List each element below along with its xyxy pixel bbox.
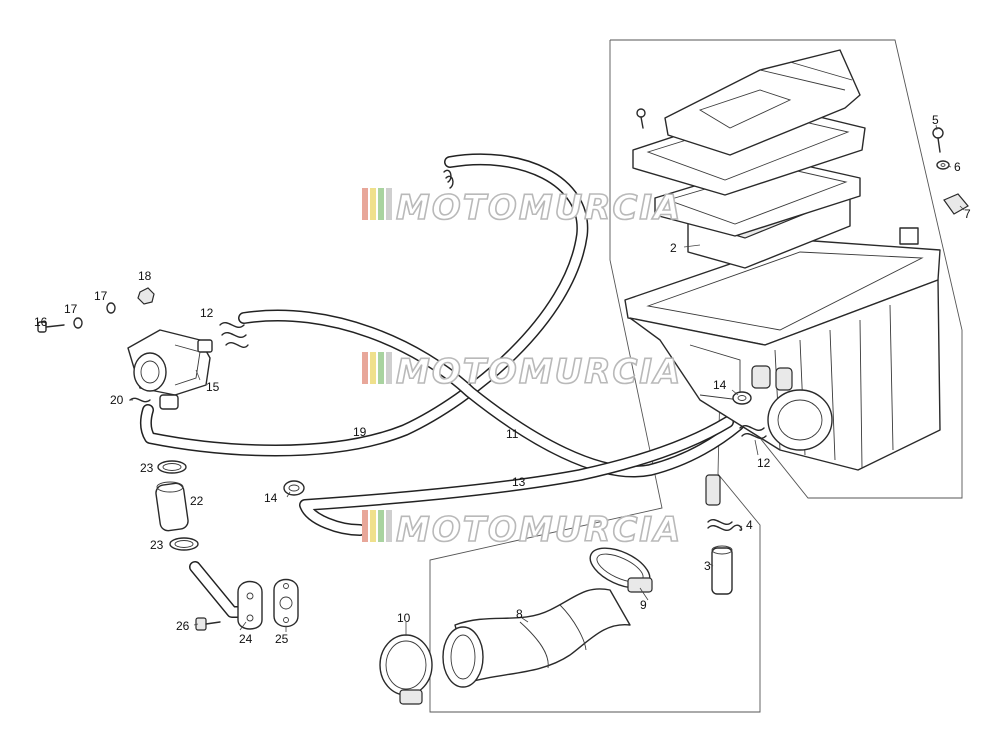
clamp-14-left bbox=[283, 480, 305, 496]
label-23-top: 23 bbox=[140, 461, 154, 475]
label-6: 6 bbox=[954, 160, 961, 174]
watermark-text: MOTOMURCIA bbox=[396, 352, 682, 392]
airbox-housing bbox=[624, 227, 941, 506]
intake-duct-8 bbox=[442, 588, 631, 688]
clip-7 bbox=[943, 193, 969, 215]
washer-17a bbox=[73, 317, 83, 329]
label-9: 9 bbox=[640, 598, 647, 612]
label-19: 19 bbox=[353, 425, 367, 439]
gasket-25 bbox=[273, 578, 299, 628]
hose-11 bbox=[238, 309, 744, 478]
label-5: 5 bbox=[932, 113, 939, 127]
clip-4 bbox=[707, 519, 743, 531]
clip-12-right bbox=[739, 425, 767, 439]
lid-screw bbox=[636, 108, 646, 129]
label-17-b: 17 bbox=[94, 289, 108, 303]
label-17-a: 17 bbox=[64, 302, 78, 316]
airbox-outlet-port bbox=[767, 389, 833, 451]
nut-18 bbox=[137, 287, 155, 305]
washer-17b bbox=[106, 302, 116, 314]
clamp-14-right bbox=[732, 391, 752, 405]
label-15: 15 bbox=[206, 380, 220, 394]
label-3: 3 bbox=[704, 559, 711, 573]
label-26: 26 bbox=[176, 619, 190, 633]
washer-6 bbox=[936, 160, 950, 170]
airbox-lid-cover bbox=[664, 49, 861, 156]
hose-clamp-9 bbox=[589, 547, 653, 593]
clamp-23-bottom bbox=[169, 537, 199, 551]
watermark-middle: MOTOMURCIA bbox=[362, 351, 682, 393]
watermark-top: MOTOMURCIA bbox=[362, 187, 682, 229]
leader-lines bbox=[130, 124, 965, 636]
elbow-pipe-24 bbox=[189, 561, 263, 630]
label-7: 7 bbox=[964, 207, 971, 221]
label-23-bottom: 23 bbox=[150, 538, 164, 552]
watermark-text: MOTOMURCIA bbox=[396, 510, 682, 550]
bolt-16 bbox=[37, 321, 65, 333]
hose-piece-22 bbox=[155, 481, 189, 532]
label-11: 11 bbox=[506, 427, 519, 441]
bolt-26 bbox=[195, 617, 221, 631]
label-10: 10 bbox=[397, 611, 411, 625]
label-2: 2 bbox=[670, 241, 677, 255]
valve-assembly-15 bbox=[127, 329, 213, 410]
label-4: 4 bbox=[746, 518, 753, 532]
label-22: 22 bbox=[190, 494, 204, 508]
label-14-left: 14 bbox=[264, 491, 278, 505]
hose-19 bbox=[139, 153, 589, 457]
airbox-group-frame bbox=[429, 39, 963, 713]
label-18: 18 bbox=[138, 269, 152, 283]
label-25: 25 bbox=[275, 632, 289, 646]
label-8: 8 bbox=[516, 607, 523, 621]
hose-13 bbox=[299, 416, 734, 536]
hose-clamp-10 bbox=[379, 634, 433, 705]
label-20: 20 bbox=[110, 393, 124, 407]
label-14-right: 14 bbox=[713, 378, 727, 392]
part-labels: 2 3 4 5 6 7 8 9 10 11 12 12 13 14 14 15 … bbox=[34, 113, 971, 646]
clamp-23-top bbox=[157, 460, 187, 474]
clip-top bbox=[443, 169, 454, 189]
drain-stub-b bbox=[775, 367, 793, 391]
watermark-text: MOTOMURCIA bbox=[396, 188, 682, 228]
label-12-right: 12 bbox=[757, 456, 771, 470]
screw-5 bbox=[932, 127, 944, 153]
clip-12-left bbox=[219, 322, 249, 348]
label-24: 24 bbox=[239, 632, 253, 646]
watermark-bottom: MOTOMURCIA bbox=[362, 509, 682, 551]
clip-20 bbox=[129, 397, 151, 403]
airbox-tab bbox=[899, 227, 919, 245]
label-12-left: 12 bbox=[200, 306, 214, 320]
drain-stub-c bbox=[705, 474, 721, 506]
label-13: 13 bbox=[512, 475, 526, 489]
label-16: 16 bbox=[34, 315, 48, 329]
drain-stub-a bbox=[751, 365, 771, 389]
drain-tube-3 bbox=[711, 545, 733, 595]
